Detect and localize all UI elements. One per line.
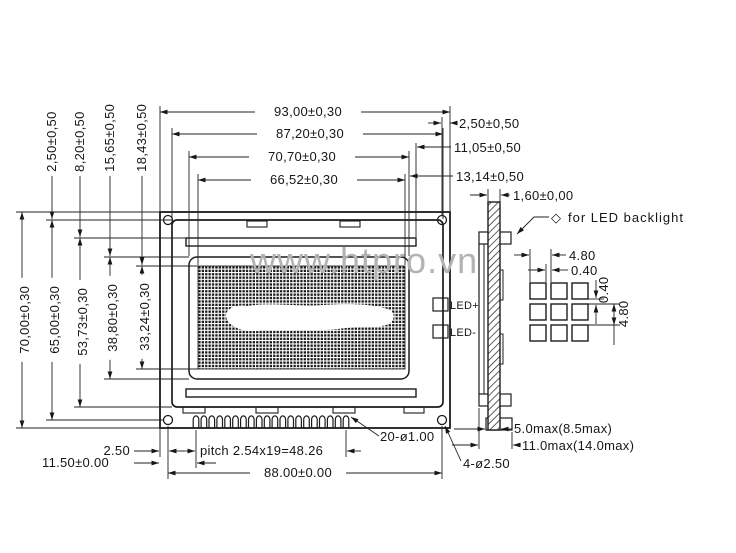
dim-dot-h-pitch: 4.80	[569, 248, 596, 263]
erased-highlight-blob	[225, 304, 394, 332]
side-component	[499, 333, 504, 365]
led-minus-label: LED-	[450, 327, 477, 339]
watermark: www.htpro.vn	[250, 240, 479, 281]
bezel-bottom-tab	[403, 406, 425, 414]
dim-edge-to-pin: 11.50±0.00	[42, 455, 110, 470]
bezel-top-tab	[339, 220, 361, 228]
hole-diameter-note: 4-ø2.50	[463, 456, 510, 471]
dim-pcb-thickness: 1,60±0,00	[513, 188, 574, 203]
dim-bezel-top-inset: 2,50±0,50	[44, 111, 60, 172]
detail-dot	[571, 324, 589, 342]
side-component	[499, 269, 504, 301]
dim-edge-to-hole: 2.50	[103, 443, 130, 458]
glass-window	[188, 256, 410, 380]
dim-window-height: 38,80±0,30	[105, 275, 120, 360]
dim-height-overall: 70,00±0,30	[17, 277, 32, 362]
led-minus-tab	[432, 324, 449, 339]
dim-width-overall: 93,00±0,30	[255, 105, 361, 119]
dim-pin-pitch: pitch 2.54x19=48.26	[200, 443, 324, 458]
pcb-outline	[159, 211, 451, 429]
dot-pitch-detail	[529, 282, 589, 342]
bezel-bottom-tab	[182, 406, 206, 414]
dim-window-top-inset: 15,65±0,50	[102, 103, 118, 172]
backlight-note-text: for LED backlight	[568, 210, 684, 225]
side-view	[478, 201, 513, 431]
detail-dot	[550, 324, 568, 342]
mounting-hole	[162, 414, 174, 426]
dim-dots-top-inset: 18,43±0,50	[134, 103, 150, 172]
detail-dot	[529, 282, 547, 300]
dim-depth-total: 11.0max(14.0max)	[522, 438, 635, 453]
detail-dot	[550, 282, 568, 300]
dim-dot-v-pitch: 4.80	[616, 300, 632, 328]
dim-width-window: 70,70±0,30	[249, 150, 355, 164]
side-pcb-bar	[487, 201, 501, 431]
dim-dot-h-gap: 0.40	[571, 263, 598, 278]
dim-dots-height: 33,24±0,30	[137, 274, 152, 359]
zebra-strip-bottom	[185, 388, 417, 398]
dim-strip-spacing: 53,73±0,30	[75, 279, 90, 364]
detail-dot	[529, 324, 547, 342]
pin-diameter-note: 20-ø1.00	[380, 429, 435, 444]
dim-window-right-inset: 13,14±0,50	[456, 169, 524, 184]
detail-dot	[571, 282, 589, 300]
dim-width-bezel: 87,20±0,30	[257, 127, 363, 141]
mounting-hole	[436, 414, 448, 426]
led-plus-tab	[432, 297, 449, 312]
bezel-bottom-tab	[255, 406, 279, 414]
backlight-note: ◇ for LED backlight	[551, 211, 684, 225]
dim-hole-spacing-vertical: 65,00±0,30	[47, 277, 62, 362]
dim-strip-top-inset: 8,20±0,50	[72, 111, 88, 172]
dim-strip-right-inset: 11,05±0,50	[454, 140, 522, 155]
bezel-top-tab	[246, 220, 268, 228]
bezel-bottom-tab	[332, 406, 356, 414]
pin-row	[192, 415, 350, 428]
detail-dot	[529, 303, 547, 321]
front-view	[159, 211, 451, 429]
diamond-icon: ◇	[551, 210, 562, 225]
bezel-frame	[171, 219, 444, 408]
dim-depth-glass: 5.0max(8.5max)	[514, 421, 613, 436]
dim-hole-right-inset: 2,50±0,50	[459, 116, 520, 131]
detail-dot	[550, 303, 568, 321]
dim-width-dots: 66,52±0,30	[251, 173, 357, 187]
led-plus-label: LED+	[450, 300, 480, 312]
detail-dot	[571, 303, 589, 321]
zebra-strip-top	[185, 237, 417, 247]
dim-dot-v-gap: 0.40	[596, 276, 612, 304]
dim-hole-spacing-horizontal: 88.00±0.00	[250, 466, 346, 480]
